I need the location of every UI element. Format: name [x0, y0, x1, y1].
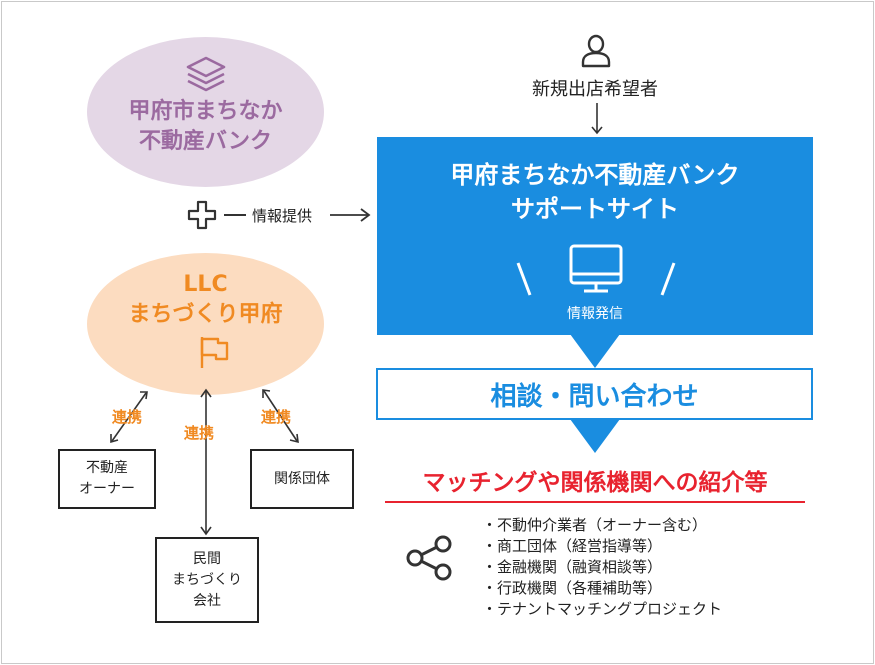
private-line1: 民間 [193, 550, 221, 567]
link-label-private: 連携 [184, 424, 215, 442]
applicant-label: 新規出店希望者 [532, 79, 658, 100]
blue-down-triangle-2 [570, 419, 620, 453]
link-label-owner: 連携 [112, 408, 143, 426]
private-line2: まちづくり [172, 571, 242, 588]
layers-icon [186, 56, 226, 92]
flag-icon [200, 337, 229, 368]
list-item: ・テナントマッチングプロジェクト [482, 600, 723, 618]
related-box: 関係団体 [250, 449, 354, 509]
monitor-icon [516, 244, 676, 296]
broadcast-label: 情報発信 [567, 306, 623, 322]
llc-title: LLC まちづくり甲府 [87, 270, 324, 330]
person-icon [581, 34, 611, 68]
bank-title: 甲府市まちなか 不動産バンク [87, 97, 324, 157]
info-line [224, 214, 246, 216]
bank-ellipse [87, 37, 324, 187]
related-label: 関係団体 [274, 470, 330, 487]
consult-box: 相談・問い合わせ [376, 368, 813, 420]
owner-line1: 不動産 [86, 460, 128, 476]
share-icon [406, 535, 452, 581]
owner-line2: オーナー [79, 481, 135, 497]
link-arrows [110, 388, 299, 536]
private-box: 民間 まちづくり 会社 [155, 537, 259, 623]
matching-underline [385, 501, 805, 503]
llc-title-line1: LLC [183, 272, 228, 297]
owner-box: 不動産 オーナー [58, 449, 156, 509]
support-site-box [377, 137, 813, 335]
plus-icon [187, 200, 217, 230]
info-provision-label: 情報提供 [252, 207, 313, 225]
info-arrow [330, 208, 371, 222]
list-item: ・金融機関（融資相談等） [482, 558, 663, 576]
list-item: ・商工団体（経営指導等） [482, 537, 663, 555]
bank-title-line1: 甲府市まちなか [128, 99, 283, 124]
support-site-line2: サポートサイト [511, 195, 679, 223]
link-label-related: 連携 [261, 408, 292, 426]
support-site-title: 甲府まちなか不動産バンク サポートサイト [377, 158, 813, 226]
support-site-line1: 甲府まちなか不動産バンク [450, 161, 740, 189]
list-item: ・不動仲介業者（オーナー含む） [482, 516, 708, 534]
private-line3: 会社 [193, 592, 221, 609]
matching-title: マッチングや関係機関への紹介等 [422, 470, 768, 496]
matching-list: ・不動仲介業者（オーナー含む） ・商工団体（経営指導等） ・金融機関（融資相談等… [482, 515, 802, 620]
down-arrow [591, 103, 603, 135]
list-item: ・行政機関（各種補助等） [482, 579, 663, 597]
bank-title-line2: 不動産バンク [138, 129, 273, 154]
blue-down-triangle-1 [570, 334, 620, 368]
llc-title-line2: まちづくり甲府 [128, 302, 283, 327]
llc-ellipse [87, 253, 324, 395]
